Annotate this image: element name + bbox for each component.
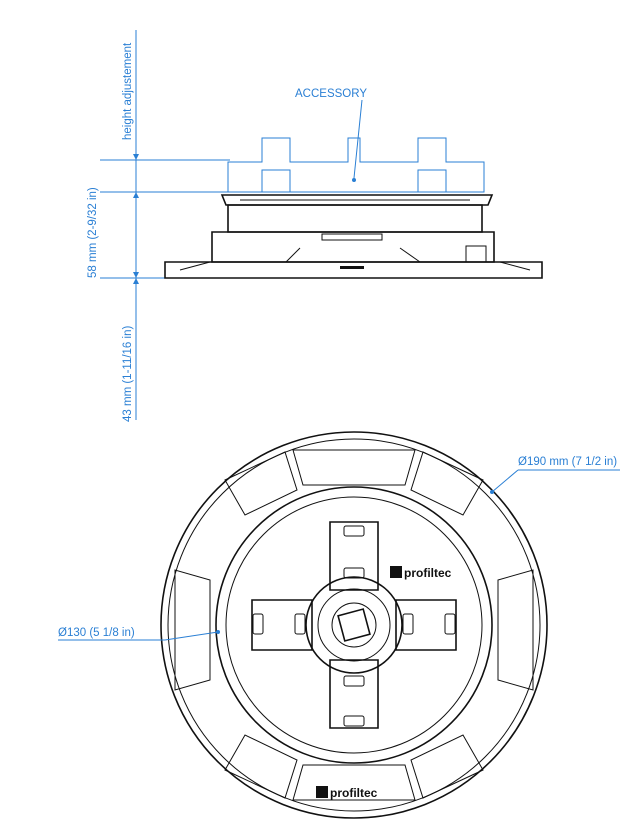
dim-58-label: 58 mm (2-9/32 in) <box>87 187 99 278</box>
accessory-callout: ACCESSORY <box>295 88 367 182</box>
height-adjustment-label: height adjustement <box>122 42 134 140</box>
dim-43-label: 43 mm (1-11/16 in) <box>122 326 134 422</box>
brand-logo-top: profiltec <box>404 566 452 580</box>
dia-190-label: Ø190 mm (7 1/2 in) <box>518 456 617 468</box>
top-view-dimensions: Ø190 mm (7 1/2 in) Ø130 (5 1/8 in) <box>58 456 620 641</box>
accessory-outline <box>227 137 485 193</box>
dia-130-label: Ø130 (5 1/8 in) <box>58 627 135 639</box>
side-view-part <box>164 194 543 279</box>
accessory-label: ACCESSORY <box>295 88 367 100</box>
brand-logo-bottom: profiltec <box>330 786 378 800</box>
side-view-dimensions: height adjustement 58 mm (2-9/32 in) 43 … <box>87 30 230 422</box>
top-view-part <box>160 431 548 819</box>
